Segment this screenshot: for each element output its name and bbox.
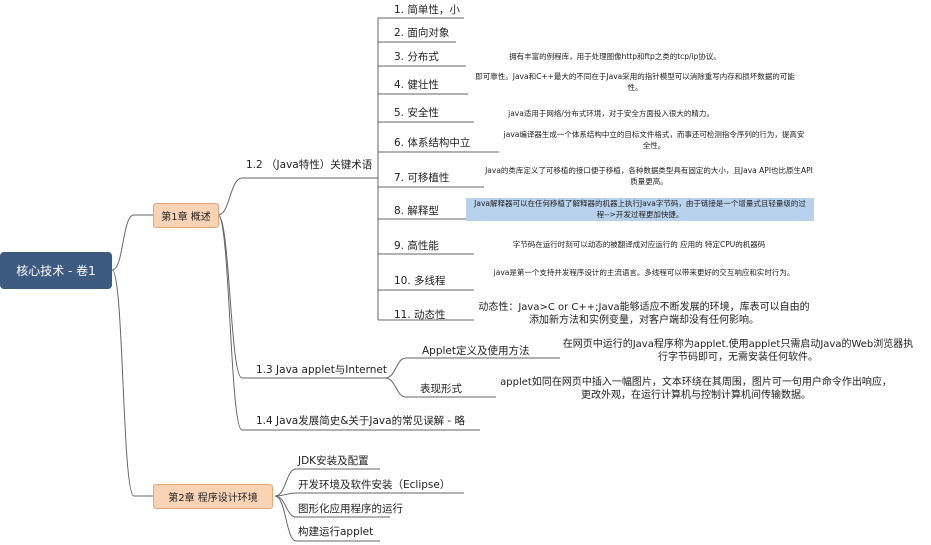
item-presentation[interactable]: 表现形式 [420,383,462,395]
item-object-oriented[interactable]: 2. 面向对象 [394,27,450,39]
desc-multithreaded: java是第一个支持并发程序设计的主流语言。多线程可以带来更好的交互响应和实时行… [493,268,795,277]
desc-high-performance: 字节码在运行时刻可以动态的被翻译成对应运行的 应用的 特定CPU的机器码 [512,240,766,249]
item-dynamic[interactable]: 11. 动态性 [394,309,446,321]
item-simplicity[interactable]: 1. 简单性，小 [394,4,460,16]
item-security[interactable]: 5. 安全性 [394,107,439,119]
desc-portability: Java的类库定义了可移植的接口便于移植，各种数据类型具有固定的大小，且Java… [485,166,813,186]
section-1-4-node[interactable]: 1.4 Java发展简史&关于Java的常见误解 - 略 [256,415,466,427]
item-high-performance[interactable]: 9. 高性能 [394,240,439,252]
item-robustness[interactable]: 4. 健壮性 [394,79,439,91]
item-portability[interactable]: 7. 可移植性 [394,172,450,184]
desc-applet-definition: 在网页中运行的Java程序称为applet.使用applet只需启动Java的W… [562,339,914,363]
desc-security: java适用于网络/分布式环境，对于安全方面投入很大的精力。 [508,109,714,118]
section-1-2-node[interactable]: 1.2 （Java特性）关键术语 [246,159,373,171]
item-graphical-app[interactable]: 图形化应用程序的运行 [298,503,403,515]
chapter-1-node[interactable]: 第1章 概述 [153,203,219,228]
item-distributed[interactable]: 3. 分布式 [394,51,439,63]
desc-architecture-neutral: java编译器生成一个体系结构中立的目标文件格式，而事还可检测指令序列的行为，提… [503,130,805,150]
item-interpreted[interactable]: 8. 解释型 [394,205,439,217]
desc-distributed: 拥有丰富的例程库，用于处理图像http和ftp之类的tcp/ip协议。 [509,52,721,61]
item-applet-definition[interactable]: Applet定义及使用方法 [422,345,530,357]
item-build-applet[interactable]: 构建运行applet [298,526,374,538]
root-node[interactable]: 核心技术 - 卷1 [0,252,112,289]
chapter-2-node[interactable]: 第2章 程序设计环境 [153,484,273,509]
desc-interpreted: Java解释器可以在任何移植了解释器的机器上执行Java字节码，由于链接是一个增… [466,198,814,221]
item-multithreaded[interactable]: 10. 多线程 [394,275,446,287]
desc-presentation: applet如同在网页中插入一幅图片，文本环绕在其周围，图片可一句用户命令作出响… [500,377,892,401]
item-jdk-install[interactable]: JDK安装及配置 [298,455,369,467]
item-architecture-neutral[interactable]: 6. 体系结构中立 [394,137,471,149]
section-1-3-node[interactable]: 1.3 Java applet与Internet [256,364,388,376]
desc-robustness: 即可靠性。Java和C++最大的不同在于Java采用的指针模型可以消除重写内存和… [475,72,795,92]
desc-dynamic: 动态性：Java>C or C++;Java能够适应不断发展的环境，库表可以自由… [478,302,810,326]
item-dev-environment[interactable]: 开发环境及软件安装（Eclipse） [298,479,451,491]
